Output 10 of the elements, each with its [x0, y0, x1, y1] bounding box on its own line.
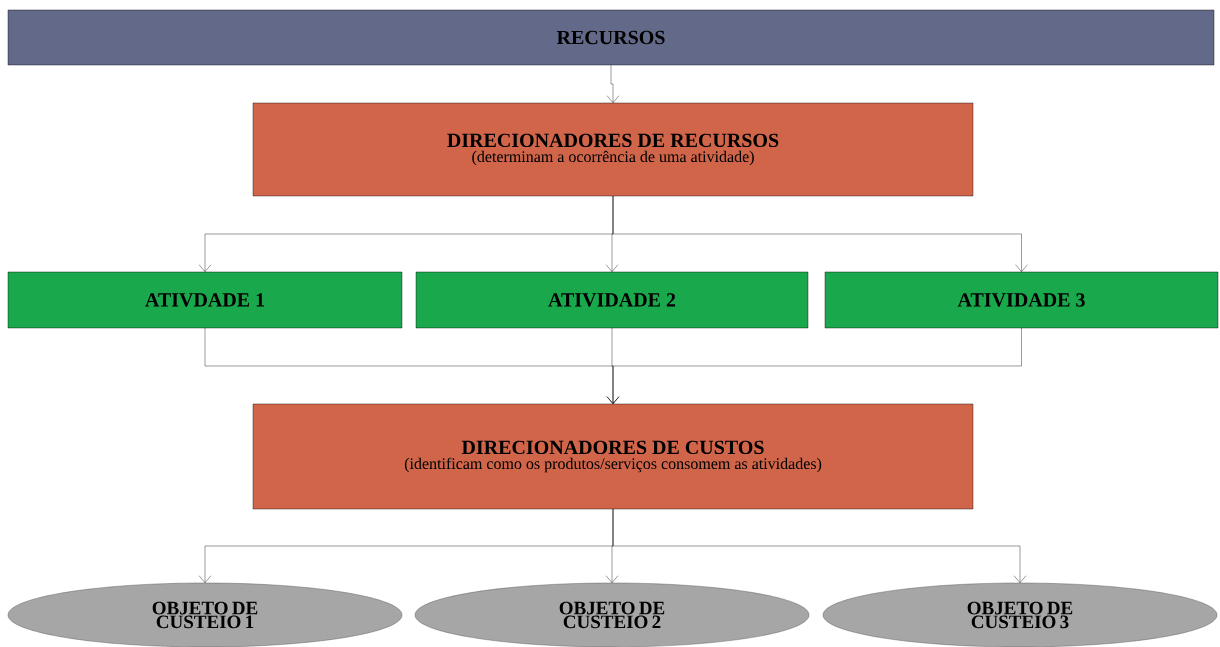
process-box: DIRECIONADORES DE RECURSOS (determinam a ocorrência de uma atividade) [252, 102, 974, 197]
process-box: DIRECIONADORES DE CUSTOS (identificam como os produtos/serviços consomem as atividades) [252, 403, 974, 510]
arrow [612, 508, 1027, 583]
arrow [612, 195, 1028, 272]
activity-box: ATIVIDADE 2 [415, 271, 809, 329]
arrow [606, 327, 1022, 404]
activity-box: ATIVIDADE 3 [824, 271, 1219, 329]
activity-box: ATIVDADE 1 [7, 271, 403, 329]
header-bar: RECURSOS [7, 9, 1215, 66]
arrow [606, 64, 620, 103]
